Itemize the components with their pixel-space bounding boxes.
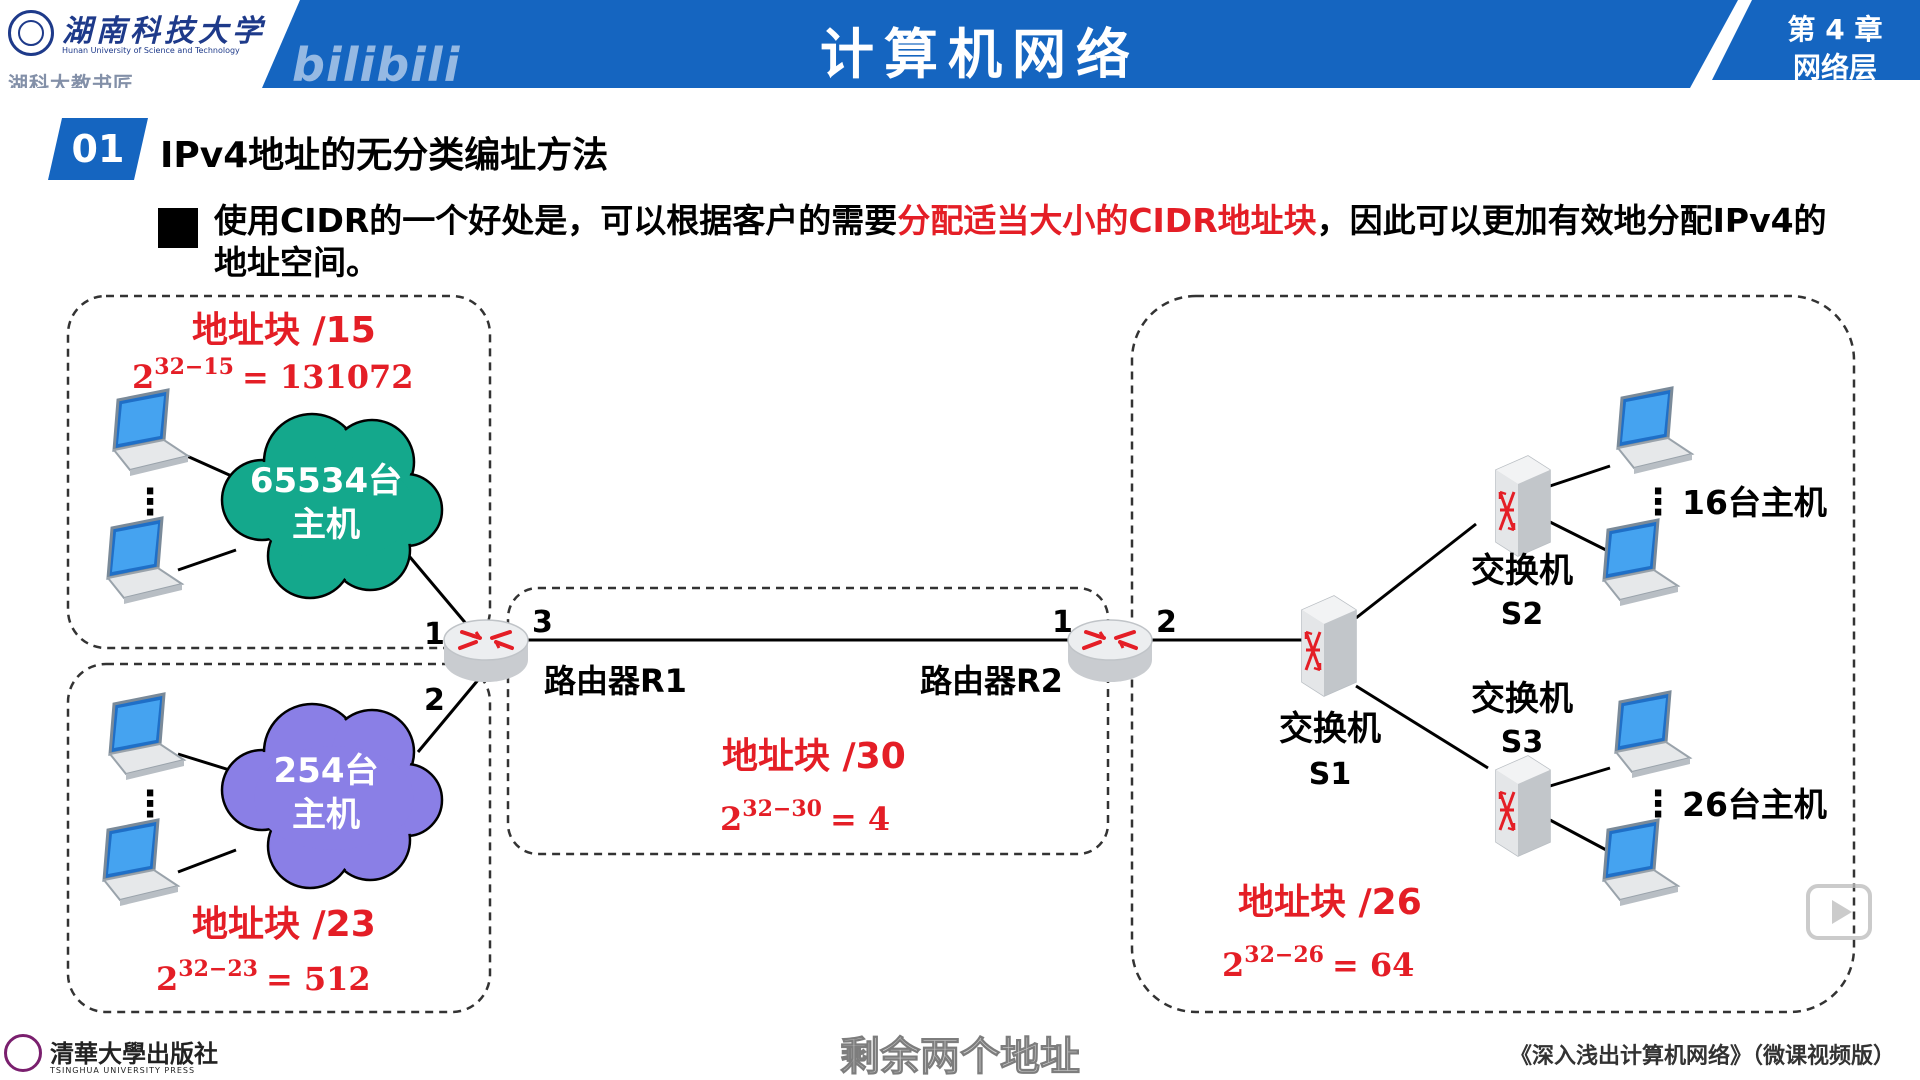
cloud-254-hosts: 254台 主机 xyxy=(220,702,444,890)
header-bar: 湖南科技大学 Hunan University of Science and T… xyxy=(0,0,1920,88)
publisher-name: 清華大學出版社 xyxy=(50,1039,218,1068)
university-logo-panel: 湖南科技大学 Hunan University of Science and T… xyxy=(0,0,300,88)
cloud-65534-hosts: 65534台 主机 xyxy=(220,412,444,600)
host-ellipsis: ⋮ xyxy=(132,482,168,523)
chapter-number: 第 4 章 xyxy=(1787,13,1883,46)
network-links xyxy=(177,450,1611,874)
host-laptop-icon xyxy=(1616,386,1694,476)
switch-s3-id: S3 xyxy=(1501,725,1543,760)
host-laptop-icon xyxy=(102,818,180,908)
university-name-en: Hunan University of Science and Technolo… xyxy=(62,46,240,55)
block23-outline xyxy=(66,662,492,1014)
host-laptop-icon xyxy=(108,692,186,782)
chapter-panel-inner xyxy=(1712,0,1920,80)
r1-port-1: 1 xyxy=(424,617,445,652)
block23-title: 地址块 /23 xyxy=(192,904,376,945)
host-laptop-icon xyxy=(106,516,184,606)
bilibili-watermark: bilibili xyxy=(292,38,461,88)
book-title: 《深入浅出计算机网络》（微课视频版） xyxy=(1510,1044,1896,1069)
switch-s3-name: 交换机 xyxy=(1471,679,1573,719)
section-number: 01 xyxy=(71,127,125,171)
host-ellipsis: ⋮ xyxy=(132,784,168,825)
hosts-16-label: 16台主机 xyxy=(1682,483,1827,522)
university-name: 湖南科技大学 xyxy=(62,14,266,49)
host-laptop-icon xyxy=(1602,818,1680,908)
publisher-seal-icon xyxy=(4,1034,42,1072)
bullet-text-after: ，因此可以更加有效地分配IPv4的地址空间。 xyxy=(214,201,1827,282)
university-seal-icon xyxy=(8,10,54,56)
block15-title: 地址块 /15 xyxy=(192,310,376,351)
switch-s1-name: 交换机 xyxy=(1279,709,1381,749)
block15-outline xyxy=(66,294,492,650)
router-r1-icon xyxy=(442,618,530,684)
router-r2-label: 路由器R2 xyxy=(920,662,1063,700)
play-icon[interactable] xyxy=(1806,884,1872,940)
r2-port-2: 2 xyxy=(1156,605,1177,640)
block30-title: 地址块 /30 xyxy=(722,736,906,777)
chapter-name: 网络层 xyxy=(1792,51,1877,84)
section-title: IPv4地址的无分类编址方法 xyxy=(160,135,609,176)
switch-s1-id: S1 xyxy=(1309,757,1351,792)
block30-outline xyxy=(506,586,1110,856)
bullet-text-before: 使用CIDR的一个好处是，可以根据客户的需要 xyxy=(214,201,898,240)
r2-port-1: 1 xyxy=(1052,605,1073,640)
block30-formula: 232−30= 4 xyxy=(720,796,890,838)
router-r1-label: 路由器R1 xyxy=(544,662,687,700)
router-r2-icon xyxy=(1066,618,1154,684)
bullet-square-icon xyxy=(158,208,198,248)
switch-s2-icon xyxy=(1494,454,1552,558)
host-ellipsis: ⋮ xyxy=(1640,784,1676,825)
section-badge: 01 xyxy=(48,118,148,180)
cloud1-line1: 65534台 xyxy=(250,461,402,501)
host-laptop-icon xyxy=(1614,690,1692,780)
video-subtitle: 剩余两个地址 xyxy=(840,1034,1081,1080)
hosts-26-label: 26台主机 xyxy=(1682,785,1827,824)
r1-port-2: 2 xyxy=(424,683,445,718)
bullet-text-highlight: 分配适当大小的CIDR地址块 xyxy=(897,201,1317,240)
cloud2-line1: 254台 xyxy=(274,751,379,791)
cloud1-line2: 主机 xyxy=(292,505,360,545)
host-laptop-icon xyxy=(1602,518,1680,608)
bullet-text: 使用CIDR的一个好处是，可以根据客户的需要分配适当大小的CIDR地址块，因此可… xyxy=(214,200,1834,284)
block15-formula: 232−15= 131072 xyxy=(132,354,413,396)
switch-s1-icon xyxy=(1300,594,1358,698)
block23-formula: 232−23= 512 xyxy=(156,956,371,998)
publisher-name-en: TSINGHUA UNIVERSITY PRESS xyxy=(50,1066,196,1075)
host-ellipsis: ⋮ xyxy=(1640,482,1676,523)
r1-port-3: 3 xyxy=(532,605,553,640)
cloud2-line2: 主机 xyxy=(292,795,360,835)
channel-name: 湖科大教书匠 xyxy=(8,72,134,88)
switch-s2-name: 交换机 xyxy=(1471,551,1573,591)
block26-formula: 232−26= 64 xyxy=(1222,942,1414,984)
switch-s3-icon xyxy=(1494,754,1552,858)
course-title: 计算机网络 xyxy=(820,23,1140,86)
block26-title: 地址块 /26 xyxy=(1238,882,1422,923)
switch-s2-id: S2 xyxy=(1501,597,1543,632)
host-laptop-icon xyxy=(112,388,190,478)
